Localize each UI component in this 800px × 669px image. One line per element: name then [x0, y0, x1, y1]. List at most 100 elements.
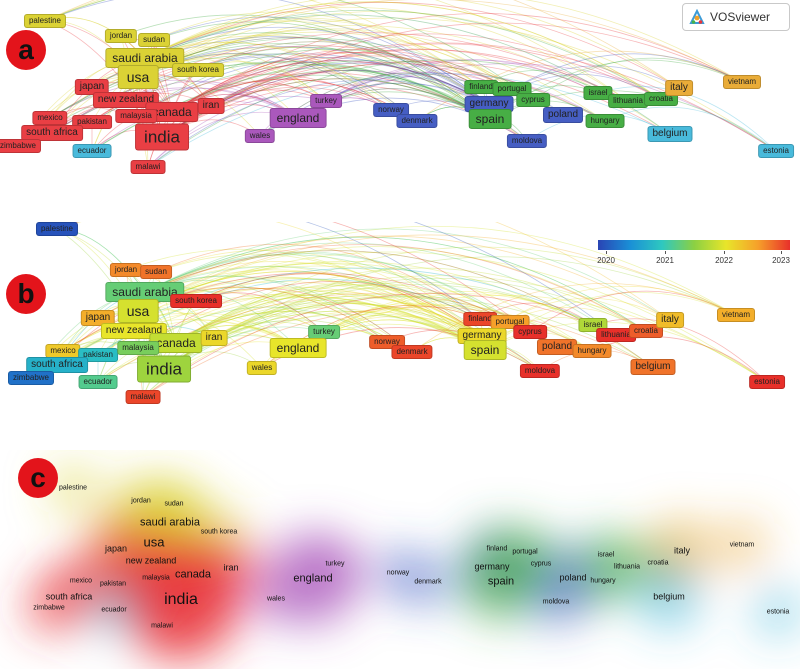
- node-turkey[interactable]: turkey: [308, 325, 340, 339]
- node-hungary[interactable]: hungary: [585, 114, 625, 128]
- node-south-africa[interactable]: south africa: [21, 125, 83, 141]
- node-vietnam[interactable]: vietnam: [716, 308, 756, 322]
- node-wales[interactable]: wales: [244, 129, 276, 143]
- node-malaysia[interactable]: malaysia: [115, 109, 157, 123]
- node-ecuador[interactable]: ecuador: [72, 144, 112, 158]
- node-england[interactable]: england: [269, 108, 327, 128]
- node-india[interactable]: india: [135, 123, 189, 151]
- node-iran[interactable]: iran: [197, 98, 225, 114]
- node-jordan[interactable]: jordan: [104, 29, 138, 43]
- node-lithuania[interactable]: lithuania: [608, 94, 648, 108]
- node-japan[interactable]: japan: [74, 79, 110, 95]
- node-italy[interactable]: italy: [665, 80, 693, 96]
- node-usa[interactable]: usa: [117, 65, 159, 89]
- node-south-korea[interactable]: south korea: [172, 63, 224, 77]
- density-label-england[interactable]: england: [293, 572, 333, 585]
- density-label-turkey[interactable]: turkey: [325, 560, 345, 568]
- density-label-malaysia[interactable]: malaysia: [142, 574, 170, 582]
- node-belgium[interactable]: belgium: [647, 126, 693, 142]
- density-label-palestine[interactable]: palestine: [58, 484, 88, 492]
- node-new-zealand[interactable]: new zealand: [92, 92, 160, 108]
- density-label-new-zealand[interactable]: new zealand: [125, 555, 177, 566]
- node-vietnam[interactable]: vietnam: [722, 75, 762, 89]
- node-usa[interactable]: usa: [117, 299, 159, 323]
- density-label-vietnam[interactable]: vietnam: [729, 541, 755, 549]
- density-label-poland[interactable]: poland: [559, 572, 587, 583]
- node-moldova[interactable]: moldova: [519, 364, 561, 378]
- node-finland[interactable]: finland: [464, 80, 498, 94]
- density-label-wales[interactable]: wales: [267, 595, 285, 603]
- density-label-zimbabwe[interactable]: zimbabwe: [33, 604, 65, 612]
- node-malawi[interactable]: malawi: [130, 160, 166, 174]
- density-label-south-africa[interactable]: south africa: [45, 591, 93, 602]
- density-label-lithuania[interactable]: lithuania: [613, 563, 641, 571]
- density-label-hungary[interactable]: hungary: [590, 577, 616, 585]
- node-palestine[interactable]: palestine: [35, 222, 79, 236]
- node-ecuador[interactable]: ecuador: [78, 375, 118, 389]
- node-belgium[interactable]: belgium: [630, 359, 676, 375]
- density-label-norway[interactable]: norway: [386, 569, 410, 577]
- density-label-italy[interactable]: italy: [673, 545, 691, 556]
- node-zimbabwe[interactable]: zimbabwe: [7, 371, 55, 385]
- density-label-germany[interactable]: germany: [474, 561, 510, 572]
- node-iran[interactable]: iran: [200, 330, 228, 346]
- node-cyprus[interactable]: cyprus: [513, 325, 547, 339]
- density-label-south-korea[interactable]: south korea: [200, 528, 238, 536]
- density-label-iran[interactable]: iran: [223, 562, 239, 573]
- node-sudan[interactable]: sudan: [140, 265, 172, 279]
- density-label-pakistan[interactable]: pakistan: [99, 580, 127, 588]
- density-label-estonia[interactable]: estonia: [766, 608, 790, 616]
- density-label-saudi-arabia[interactable]: saudi arabia: [140, 516, 200, 529]
- node-malaysia[interactable]: malaysia: [117, 341, 159, 355]
- node-finland[interactable]: finland: [463, 312, 497, 326]
- node-moldova[interactable]: moldova: [506, 134, 548, 148]
- node-turkey[interactable]: turkey: [310, 94, 342, 108]
- node-palestine[interactable]: palestine: [23, 14, 67, 28]
- node-italy[interactable]: italy: [656, 312, 684, 328]
- node-poland[interactable]: poland: [536, 339, 578, 355]
- density-label-malawi[interactable]: malawi: [151, 622, 173, 630]
- density-label-jordan[interactable]: jordan: [131, 497, 151, 505]
- node-england[interactable]: england: [269, 338, 327, 358]
- density-label-finland[interactable]: finland: [486, 545, 508, 553]
- node-denmark[interactable]: denmark: [396, 114, 438, 128]
- node-croatia[interactable]: croatia: [628, 324, 664, 338]
- node-sudan[interactable]: sudan: [138, 33, 170, 47]
- density-label-mexico[interactable]: mexico: [69, 577, 93, 585]
- node-spain[interactable]: spain: [463, 340, 507, 360]
- node-india[interactable]: india: [137, 355, 191, 383]
- density-label-japan[interactable]: japan: [104, 543, 128, 554]
- node-poland[interactable]: poland: [542, 107, 584, 123]
- density-label-moldova[interactable]: moldova: [542, 598, 570, 606]
- node-israel[interactable]: israel: [583, 86, 613, 100]
- density-label-portugal[interactable]: portugal: [512, 548, 538, 556]
- node-mexico[interactable]: mexico: [45, 344, 81, 358]
- node-south-korea[interactable]: south korea: [170, 294, 222, 308]
- node-estonia[interactable]: estonia: [758, 144, 794, 158]
- density-label-ecuador[interactable]: ecuador: [101, 606, 127, 614]
- node-jordan[interactable]: jordan: [109, 263, 143, 277]
- node-spain[interactable]: spain: [468, 109, 512, 129]
- node-mexico[interactable]: mexico: [32, 111, 68, 125]
- density-label-israel[interactable]: israel: [597, 551, 615, 559]
- node-japan[interactable]: japan: [80, 310, 116, 326]
- node-lithuania[interactable]: lithuania: [596, 328, 636, 342]
- node-norway[interactable]: norway: [373, 103, 409, 117]
- node-wales[interactable]: wales: [246, 361, 278, 375]
- node-canada[interactable]: canada: [149, 333, 203, 353]
- node-south-africa[interactable]: south africa: [26, 357, 88, 373]
- node-denmark[interactable]: denmark: [391, 345, 433, 359]
- density-label-canada[interactable]: canada: [174, 568, 212, 581]
- node-malawi[interactable]: malawi: [125, 390, 161, 404]
- node-hungary[interactable]: hungary: [572, 344, 612, 358]
- node-estonia[interactable]: estonia: [749, 375, 785, 389]
- density-label-india[interactable]: india: [164, 591, 198, 608]
- node-pakistan[interactable]: pakistan: [78, 348, 118, 362]
- density-label-denmark[interactable]: denmark: [414, 578, 442, 586]
- density-label-cyprus[interactable]: cyprus: [530, 560, 552, 568]
- density-label-usa[interactable]: usa: [143, 534, 165, 550]
- density-label-belgium[interactable]: belgium: [653, 591, 685, 602]
- node-portugal[interactable]: portugal: [492, 82, 532, 96]
- density-label-croatia[interactable]: croatia: [647, 559, 669, 567]
- node-cyprus[interactable]: cyprus: [516, 93, 550, 107]
